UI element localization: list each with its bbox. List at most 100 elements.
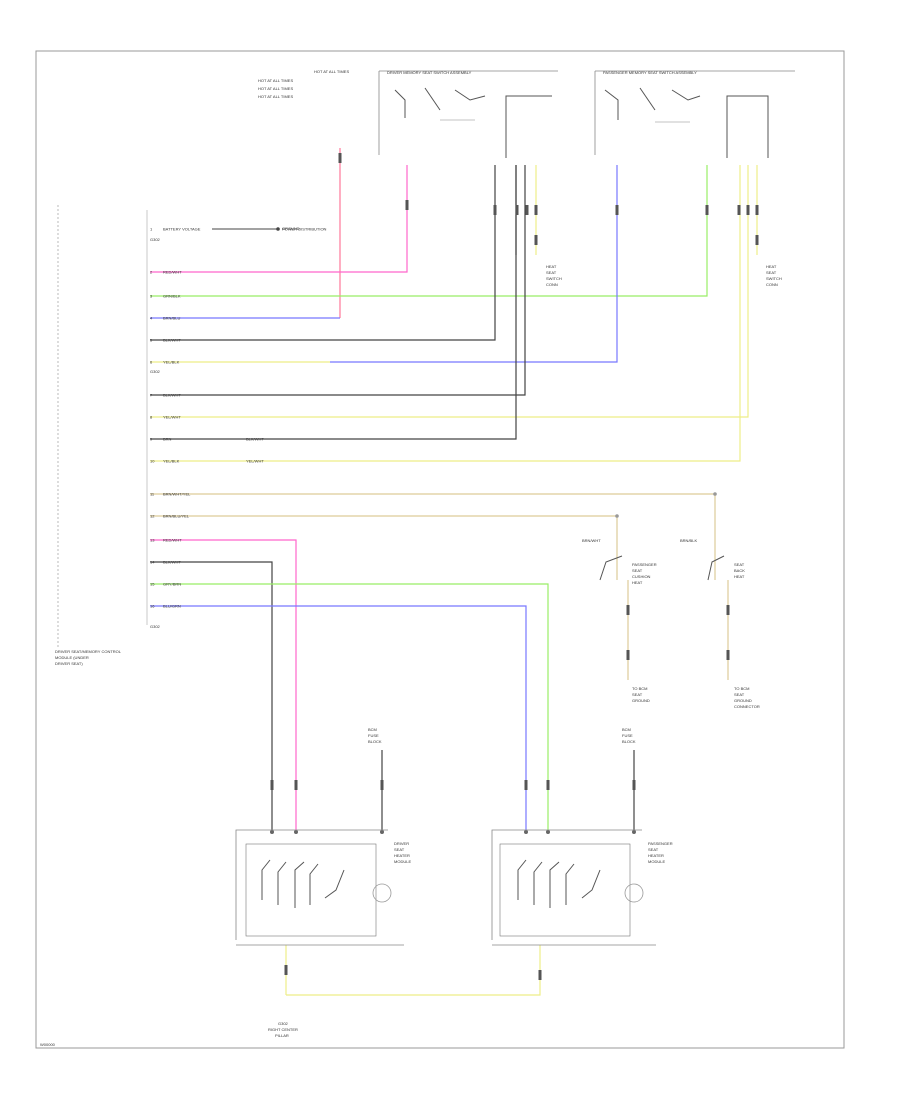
right-lower-ground-1: TO BCM bbox=[734, 686, 749, 691]
left-lower-ground-2: SEAT bbox=[632, 692, 643, 697]
wire-connector bbox=[524, 780, 528, 790]
bottom-ground-2: RIGHT CENTER bbox=[268, 1027, 298, 1032]
left-module-1: DRIVER bbox=[394, 841, 409, 846]
module-pin-name: YEL/BLK bbox=[163, 360, 180, 365]
module-pin-num: 13 bbox=[150, 538, 155, 543]
splice-label: GROUND bbox=[282, 226, 300, 231]
side-tag-0: BRN/BLK bbox=[680, 538, 697, 543]
module-pin-num: 16 bbox=[150, 604, 155, 609]
splice-dot bbox=[615, 514, 619, 518]
wire-connector bbox=[705, 205, 709, 215]
pass-cushion-3: CUSHION bbox=[632, 574, 651, 579]
pass-back-3: HEAT bbox=[734, 574, 745, 579]
module-pin-num: 10 bbox=[150, 459, 155, 464]
passenger-back-heater: BRN/BLK SEAT BACK HEAT TO BCM SEAT GROUN… bbox=[680, 538, 760, 709]
right-module-1: PASSENGER bbox=[648, 841, 673, 846]
module-pin-num: 9 bbox=[150, 437, 153, 442]
module-pin-name: BLK/WHT bbox=[163, 560, 181, 565]
module-pin-note: BLK/WHT bbox=[246, 437, 264, 442]
module-pin-name: GRN/BLK bbox=[163, 294, 181, 299]
module-label: DRIVER SEAT/MEMORY CONTROL MODULE (UNDER… bbox=[55, 205, 122, 666]
wire-connector bbox=[515, 205, 519, 215]
module-label-line-2: MODULE (UNDER bbox=[55, 655, 89, 660]
wire-black-pin9 bbox=[150, 165, 517, 440]
module-pin-note: POWER DISTRIBUTION bbox=[282, 227, 327, 232]
module-pin-name: GRY/BRN bbox=[163, 582, 181, 587]
driver-seat-heater-module: DRIVER SEAT HEATER MODULE bbox=[235, 829, 411, 946]
left-lower-ground-3: GROUND bbox=[632, 698, 650, 703]
left-fuse-1: BCM bbox=[368, 727, 377, 732]
splice-dot bbox=[276, 227, 280, 231]
top-right-switch-label: PASSENGER MEMORY SEAT SWITCH ASSEMBLY bbox=[603, 70, 697, 75]
wire-tan-pin12 bbox=[150, 515, 618, 580]
left-conn-line-1: HEAT bbox=[546, 264, 557, 269]
module-pin-name: RED/WHT bbox=[163, 538, 182, 543]
passenger-cushion-heater: BRN/WHT PASSENGER SEAT CUSHION HEAT TO B… bbox=[582, 538, 657, 703]
wire-yellow-bottom bbox=[285, 945, 541, 996]
module-pin-num: 15 bbox=[150, 582, 155, 587]
module-pin-num: 14 bbox=[150, 560, 155, 565]
wire-connector bbox=[534, 205, 538, 215]
wire-black-pin7 bbox=[150, 165, 526, 396]
module-pin bbox=[524, 830, 528, 834]
right-fuse-label: BCM FUSE BLOCK bbox=[622, 727, 636, 744]
wire-connector bbox=[534, 235, 538, 245]
module-pin-name: BLK/WHT bbox=[163, 393, 181, 398]
wire-connector bbox=[626, 605, 630, 615]
left-heat-seat-connector-label: HEAT SEAT SWITCH CONN bbox=[546, 264, 562, 287]
left-conn-line-2: SEAT bbox=[546, 270, 557, 275]
right-module-4: MODULE bbox=[648, 859, 665, 864]
top-hot-label-2: HOT AT ALL TIMES bbox=[258, 78, 293, 83]
wire-pink-pin2 bbox=[150, 165, 408, 273]
wire-tan-pin11 bbox=[150, 493, 716, 580]
module-pin-name: BLU/GRN bbox=[163, 604, 181, 609]
wire-connector bbox=[380, 780, 384, 790]
module-pin-name: YEL/BLK bbox=[163, 459, 180, 464]
wire-connector bbox=[615, 205, 619, 215]
right-conn-line-3: SWITCH bbox=[766, 276, 782, 281]
wire-blue-pin6b bbox=[330, 165, 618, 363]
module-pin-name: BRN/BLU/YEL bbox=[163, 514, 190, 519]
bottom-ground-1: G302 bbox=[278, 1021, 289, 1026]
wire-connector bbox=[726, 605, 730, 615]
module-pin-num: 4 bbox=[150, 316, 153, 321]
left-module-2: SEAT bbox=[394, 847, 405, 852]
wire-connector bbox=[338, 153, 342, 163]
right-lower-ground-3: GROUND bbox=[734, 698, 752, 703]
top-hot-label: HOT AT ALL TIMES HOT AT ALL TIMES HOT AT… bbox=[258, 69, 349, 99]
wire-pink-pin13 bbox=[150, 539, 297, 832]
right-conn-line-1: HEAT bbox=[766, 264, 777, 269]
left-fuse-2: FUSE bbox=[368, 733, 379, 738]
bottom-ground-3: PILLAR bbox=[275, 1033, 289, 1038]
right-conn-line-4: CONN bbox=[766, 282, 778, 287]
pass-back-1: SEAT bbox=[734, 562, 745, 567]
module-pin-num: 5 bbox=[150, 338, 153, 343]
driver-memory-seat-switch: DRIVER MEMORY SEAT SWITCH ASSEMBLY bbox=[378, 70, 558, 158]
ground-marker: G302 bbox=[150, 369, 161, 374]
top-hot-label-text: HOT AT ALL TIMES bbox=[314, 69, 349, 74]
module-pin-num: 12 bbox=[150, 514, 155, 519]
right-heat-seat-connector-label: HEAT SEAT SWITCH CONN bbox=[766, 264, 782, 287]
left-module-4: MODULE bbox=[394, 859, 411, 864]
right-lower-ground-4: CONNECTOR bbox=[734, 704, 760, 709]
wire-connector bbox=[284, 965, 288, 975]
module-pin-name: BRN bbox=[163, 437, 172, 442]
module-pin bbox=[270, 830, 274, 834]
module-pin-name: BLK/WHT bbox=[163, 338, 181, 343]
module-pin bbox=[380, 830, 384, 834]
wire-connector bbox=[632, 780, 636, 790]
top-hot-label-3: HOT AT ALL TIMES bbox=[258, 86, 293, 91]
module-pin-name: BRN/WHT/YEL bbox=[163, 492, 191, 497]
module-pin-num: 3 bbox=[150, 294, 153, 299]
pass-cushion-4: HEAT bbox=[632, 580, 643, 585]
right-fuse-1: BCM bbox=[622, 727, 631, 732]
module-pin-num: 1 bbox=[150, 227, 153, 232]
wire-connector bbox=[626, 650, 630, 660]
left-fuse-3: BLOCK bbox=[368, 739, 382, 744]
module-pin-note: YEL/WHT bbox=[246, 459, 264, 464]
module-pin-name: BATTERY VOLTAGE bbox=[163, 227, 201, 232]
module-label-line-3: DRIVER SEAT) bbox=[55, 661, 83, 666]
right-fuse-2: FUSE bbox=[622, 733, 633, 738]
